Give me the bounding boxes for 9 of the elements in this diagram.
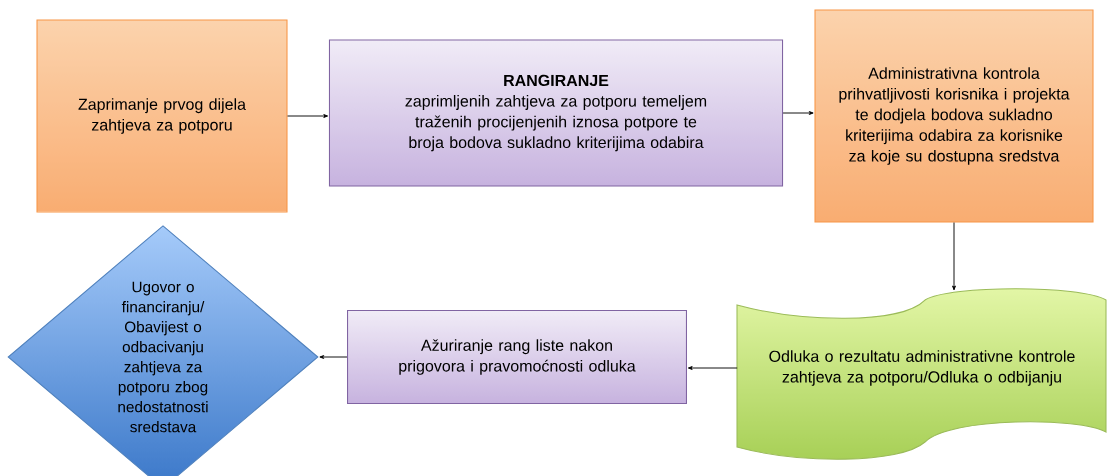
process-box: RANGIRANJE zaprimljenih zahtjeva za potporu temeljem traženih procijenjenih iznosa potpore te broja bodova sukladno kriterijima odabira xyxy=(328,39,784,187)
arrow xyxy=(287,114,329,118)
process-box: Ažuriranje rang liste nakon prigovora i pravomoćnosti odluka xyxy=(347,309,687,405)
process-box: Zaprimanje prvog dijela zahtjeva za potporu xyxy=(36,19,288,213)
arrow xyxy=(782,111,814,115)
arrow xyxy=(319,355,348,359)
arrow xyxy=(687,366,738,370)
arrow xyxy=(952,222,956,291)
process-box: Administrativna kontrola prihvatljivosti korisnika i projekta te dodjela bodova sukladno kriterijima odabira za korisnike za koje su dostupna sredstva xyxy=(814,9,1094,223)
